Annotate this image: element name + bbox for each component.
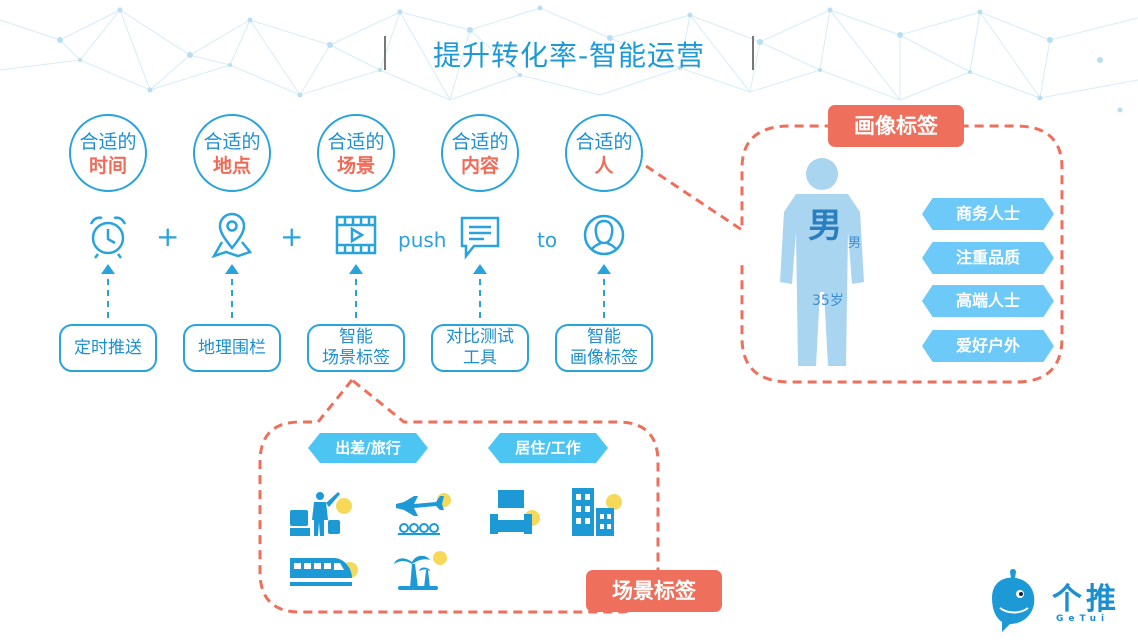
person-icon [583,214,625,256]
pill-text: 工具 [463,348,497,368]
portrait-banner: 画像标签 [828,105,964,147]
pill-ab-test: 对比测试 工具 [431,324,529,372]
circle-label: 合适的 [451,131,509,153]
logo-name: 个推 [1052,582,1120,617]
pill-scene-tags: 智能 场景标签 [307,324,405,372]
portrait-tag: 注重品质 [922,242,1054,274]
age-word: 35岁 [812,293,844,309]
circle-place: 合适的 地点 [193,114,271,192]
portrait-tag: 爱好户外 [922,330,1054,362]
pill-text: 智能 [587,327,621,347]
circle-label: 合适的 [575,131,633,153]
pill-geofence: 地理围栏 [183,324,281,372]
circle-person: 合适的 人 [565,114,643,192]
pill-text: 定时推送 [74,337,142,358]
getui-whale-logo-icon [992,569,1035,632]
circle-keyword: 场景 [336,155,375,177]
circle-keyword: 时间 [88,155,127,177]
title-bar-left [384,36,386,70]
home-living-icon [490,490,540,534]
map-pin-icon [211,212,253,259]
airport-icon [396,493,451,535]
office-building-icon [572,488,622,536]
plus-operator: + [280,220,304,253]
circle-keyword: 人 [594,155,614,177]
to-operator: to [537,228,558,252]
scene-category-travel: 出差/旅行 [308,433,428,463]
plus-operator: + [156,220,180,253]
circle-keyword: 内容 [460,155,499,177]
circle-label: 合适的 [79,131,137,153]
alarm-clock-icon [89,216,127,259]
message-icon [460,216,500,260]
person-silhouette-icon [780,158,864,366]
palm-tree-icon [394,551,447,590]
circle-scene: 合适的 场景 [317,114,395,192]
pill-timed-push: 定时推送 [59,324,157,372]
scene-category-home-work: 居住/工作 [488,433,608,463]
circle-keyword: 地点 [212,155,251,177]
push-operator: push [398,228,447,252]
pill-text: 画像标签 [570,348,638,368]
traveler-icon [290,492,352,536]
pill-text: 地理围栏 [198,337,266,358]
male-word-small: 男 [848,236,862,251]
title-bar-right [752,36,754,70]
scene-banner: 场景标签 [586,570,722,612]
pill-text: 对比测试 [446,327,514,347]
circle-time: 合适的 时间 [69,114,147,192]
pill-portrait-tags: 智能 画像标签 [555,324,653,372]
gender-word: 男 [808,206,842,246]
circle-label: 合适的 [203,131,261,153]
network-background [0,5,1138,113]
circle-label: 合适的 [327,131,385,153]
portrait-tag: 高端人士 [922,285,1054,317]
portrait-tag: 商务人士 [922,198,1054,230]
logo-subtitle: GeTui [1056,614,1110,624]
pill-text: 场景标签 [322,348,390,368]
page-title: 提升转化率-智能运营 [432,39,706,72]
pill-text: 智能 [339,327,373,347]
high-speed-train-icon [290,558,358,586]
circle-content: 合适的 内容 [441,114,519,192]
film-icon [335,215,377,255]
